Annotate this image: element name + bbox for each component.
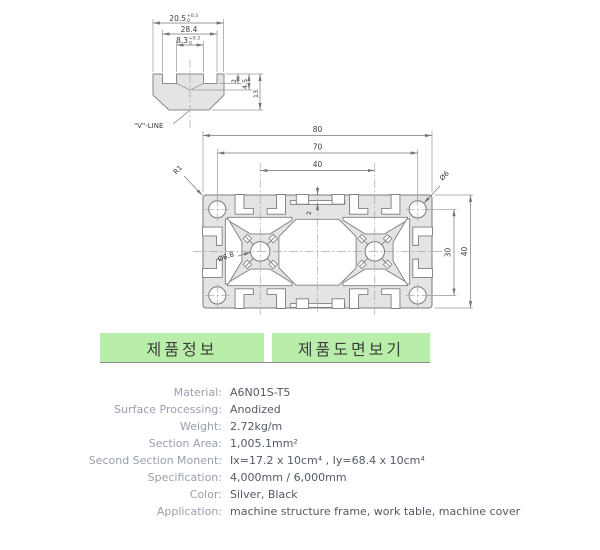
spec-row-application: Application: machine structure frame, wor… xyxy=(0,503,560,520)
dim-80: 80 xyxy=(313,125,323,134)
spec-label: Material: xyxy=(173,386,222,399)
label-r1: R1 xyxy=(172,164,184,176)
detail-dim-lip: 2 xyxy=(230,79,238,83)
detail-dim-notch: 4.5 xyxy=(241,79,249,89)
view-drawing-button[interactable]: 제품도면보기 xyxy=(272,333,430,362)
spec-value: Silver, Black xyxy=(230,488,298,501)
profile-drawing: 80 70 40 2 30 40 R1 Ø6 Ø6.8 xyxy=(172,125,473,315)
spec-label: Specification: xyxy=(147,471,222,484)
detail-dim-width-tol-zero: 0 xyxy=(187,18,190,24)
label-d6: Ø6 xyxy=(438,169,451,182)
dim-30: 30 xyxy=(444,248,453,258)
spec-value: Anodized xyxy=(230,403,281,416)
detail-dim-outer: 28.4 xyxy=(181,25,198,34)
detail-shape xyxy=(152,73,225,111)
spec-table: Material: A6N01S-T5 Surface Processing: An… xyxy=(0,384,560,520)
dim-40-top: 40 xyxy=(313,160,323,169)
spec-label: Surface Processing: xyxy=(114,403,222,416)
dim-70: 70 xyxy=(313,143,323,152)
detail-dim-slot-tol-plus: +0.3 xyxy=(189,36,200,42)
dim-2: 2 xyxy=(305,211,313,215)
product-info-button[interactable]: 제품정보 xyxy=(100,333,264,362)
detail-drawing: 20.5 +0.3 0 28.4 8.3 +0.3 0 2 4.5 13 "V"… xyxy=(134,13,263,130)
detail-dim-height: 13 xyxy=(252,90,260,98)
spec-value: machine structure frame, work table, mac… xyxy=(230,505,521,518)
spec-row-weight: Weight: 2.72kg/m xyxy=(0,418,560,435)
detail-dim-slot: 8.3 xyxy=(176,36,188,45)
spec-row-second-moment: Second Section Monent: Ix=17.2 x 10cm⁴ , … xyxy=(0,452,560,469)
spec-label: Section Area: xyxy=(148,437,222,450)
spec-value: 4,000mm / 6,000mm xyxy=(230,471,347,484)
spec-row-color: Color: Silver, Black xyxy=(0,486,560,503)
spec-row-section-area: Section Area: 1,005.1mm² xyxy=(0,435,560,452)
v-line-label: "V"-LINE xyxy=(134,122,163,130)
spec-row-material: Material: A6N01S-T5 xyxy=(0,384,560,401)
spec-value: 1,005.1mm² xyxy=(230,437,298,450)
spec-value: 2.72kg/m xyxy=(230,420,283,433)
spec-label: Application: xyxy=(156,505,222,518)
spec-label: Weight: xyxy=(179,420,222,433)
button-row: 제품정보 제품도면보기 xyxy=(100,333,430,363)
technical-drawing: 20.5 +0.3 0 28.4 8.3 +0.3 0 2 4.5 13 "V"… xyxy=(134,13,473,315)
spec-label: Color: xyxy=(189,488,222,501)
dim-40-right: 40 xyxy=(460,247,469,257)
spec-row-surface: Surface Processing: Anodized xyxy=(0,401,560,418)
spec-row-specification: Specification: 4,000mm / 6,000mm xyxy=(0,469,560,486)
spec-value: A6N01S-T5 xyxy=(230,386,291,399)
spec-value: Ix=17.2 x 10cm⁴ , Iy=68.4 x 10cm⁴ xyxy=(230,454,425,467)
detail-dim-slot-tol-zero: 0 xyxy=(189,41,192,47)
detail-dim-width: 20.5 xyxy=(169,14,186,23)
detail-dim-width-tol-plus: +0.3 xyxy=(187,13,198,19)
spec-label: Second Section Monent: xyxy=(88,454,222,467)
